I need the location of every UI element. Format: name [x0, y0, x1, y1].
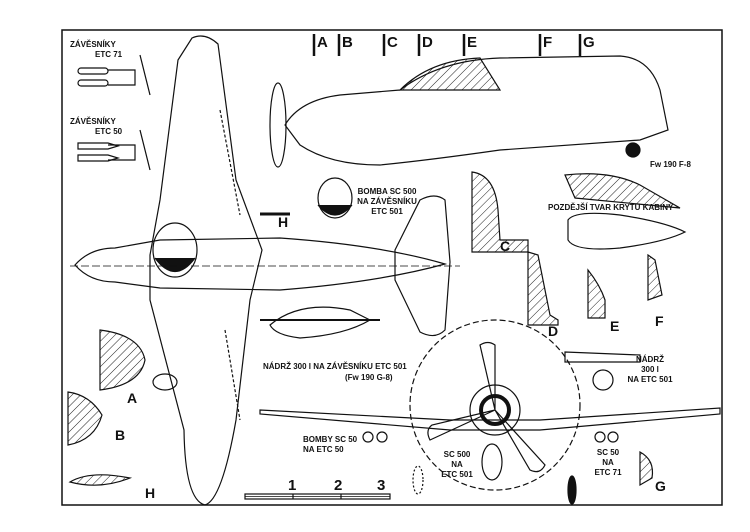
section-marker-d: D: [422, 34, 433, 51]
section-e: [587, 268, 606, 319]
tank-etc501-caption: NÁDRŽ 300 l NA ZÁVĚSNÍKU ETC 501: [263, 362, 407, 371]
side-view-sc500-bomb: [317, 177, 353, 219]
sc50-etc71-line3: ETC 71: [594, 468, 622, 477]
bomb-sc500-line2: NA ZÁVĚSNÍKU: [357, 197, 417, 206]
tank-variant-caption: (Fw 190 G-8): [345, 373, 393, 382]
front-view-outline: [409, 319, 581, 491]
section-marker-c: C: [387, 34, 398, 51]
drop-tank-300l: [269, 306, 372, 339]
plan-view-flap-upper: [219, 109, 241, 216]
front-view-propeller: [427, 341, 546, 473]
section-label-h: H: [145, 485, 156, 501]
section-label-e: E: [610, 318, 620, 334]
section-a: [99, 329, 146, 391]
sc500-front-line3: ETC 501: [441, 470, 473, 479]
etc50-title: ZÁVĚSNÍKY: [70, 117, 116, 126]
section-marker-lines: [312, 34, 582, 56]
scale-tick-1: 1: [288, 477, 297, 494]
plan-view-flap-lower: [224, 329, 241, 421]
bomb-sc500-line1: BOMBA SC 500: [357, 187, 417, 196]
section-marker-b: B: [342, 34, 353, 51]
side-view-tailwheel: [625, 142, 641, 158]
canopy-top-view: [567, 212, 687, 250]
tank-front-line3: NA ETC 501: [627, 375, 673, 384]
plan-view-fuselage: [74, 237, 448, 291]
scale-tick-3: 3: [377, 477, 386, 494]
section-label-d: D: [548, 323, 559, 339]
tank-front-line1: NÁDRŽ: [636, 355, 664, 364]
plan-view-tailplane: [394, 195, 451, 337]
aircraft-title: Fw 190 F-8: [650, 160, 691, 169]
side-view-canopy: [398, 57, 502, 91]
canopy-caption: POZDĚJŠÍ TVAR KRYTU KABINY: [548, 203, 674, 212]
plan-view-wing: [149, 35, 263, 506]
section-label-c: C: [500, 238, 511, 254]
front-view-wing: [259, 407, 721, 431]
bombs-sc50-line1: BOMBY SC 50: [303, 435, 358, 444]
section-h: [68, 474, 133, 486]
section-label-a: A: [127, 390, 138, 406]
bomb-sc500-line3: ETC 501: [371, 207, 403, 216]
tank-front-view: [564, 351, 641, 363]
sc500-front-line2: NA: [451, 460, 463, 469]
section-d: [527, 251, 559, 326]
plan-view-sc500-bomb: [152, 222, 198, 278]
canopy-side-view: [564, 173, 681, 209]
section-label-g: G: [655, 478, 666, 494]
side-view-propeller: [269, 82, 287, 168]
sc500-front-line1: SC 500: [443, 450, 471, 459]
front-view-left-wheel: [567, 475, 577, 505]
sc50-etc71-line1: SC 50: [596, 448, 620, 457]
etc71-title: ZÁVĚSNÍKY: [70, 40, 116, 49]
bombs-sc50-line2: NA ETC 50: [303, 445, 344, 454]
sc50-etc71-line2: NA: [602, 458, 614, 467]
section-b: [67, 391, 103, 446]
etc71-rack: [77, 54, 151, 96]
section-marker-e: E: [467, 34, 478, 51]
etc50-subtitle: ETC 50: [95, 127, 123, 136]
side-view-fuselage: [284, 55, 669, 166]
section-marker-f: F: [543, 34, 553, 51]
section-marker-a: A: [317, 34, 328, 51]
section-marker-h: H: [278, 214, 289, 230]
front-view-sc500-bomb: [481, 443, 503, 481]
scale-tick-2: 2: [334, 477, 343, 494]
section-g: [639, 450, 654, 487]
sheet-frame: [61, 29, 723, 506]
section-label-b: B: [115, 427, 126, 443]
etc50-rack: [77, 129, 151, 171]
section-label-f: F: [655, 313, 664, 329]
scale-bar: [244, 493, 391, 500]
section-marker-g: G: [583, 34, 595, 51]
section-f: [647, 253, 663, 301]
etc71-subtitle: ETC 71: [95, 50, 123, 59]
section-c: [471, 171, 529, 253]
tank-front-line2: 300 l: [641, 365, 659, 374]
